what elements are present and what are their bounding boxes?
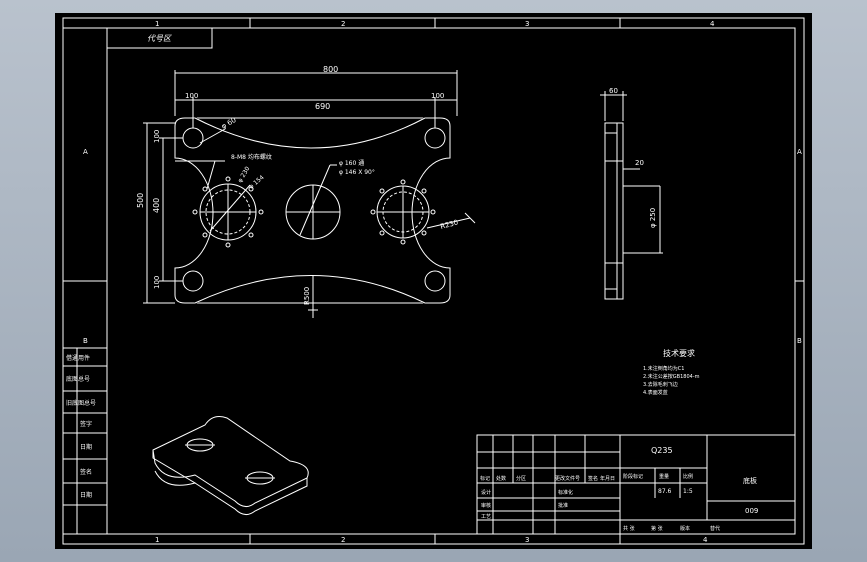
corner-hole-br bbox=[424, 270, 446, 292]
notes-line-2: 2.未注公差按GB1804-m bbox=[643, 373, 700, 380]
strip-label-1: 底图总号 bbox=[66, 375, 90, 383]
plate-outline bbox=[174, 117, 451, 304]
drawing-canvas[interactable]: 1 2 3 4 1 2 3 4 A B A B 代号区 bbox=[55, 13, 812, 549]
dim-side-radius: R230 bbox=[439, 218, 459, 230]
tb-header-1: 处数 bbox=[496, 475, 506, 482]
col-label-bottom-2: 2 bbox=[341, 536, 345, 544]
corner-hole-tl bbox=[182, 127, 204, 149]
dim-total-width: 800 bbox=[323, 65, 338, 74]
tb-stage: 阶段标记 bbox=[623, 473, 643, 480]
col-label-bottom-4: 4 bbox=[703, 536, 708, 544]
tb-sc-label: 比例 bbox=[683, 473, 693, 480]
col-label-top-4: 4 bbox=[710, 20, 715, 28]
notes-title: 技术要求 bbox=[663, 348, 695, 358]
drawing-sheet[interactable]: 1 2 3 4 1 2 3 4 A B A B 代号区 bbox=[55, 13, 812, 549]
tb-sheet-num: 第 张 bbox=[651, 525, 663, 532]
col-label-bottom-3: 3 bbox=[525, 536, 529, 544]
front-view: 800 690 100 100 500 400 100 100 R500 R23… bbox=[136, 65, 476, 318]
corner-hole-bl bbox=[182, 270, 204, 292]
center-hole bbox=[285, 164, 341, 240]
tb-material: Q235 bbox=[651, 446, 673, 455]
side-dim-dia: φ 250 bbox=[649, 208, 657, 228]
dim-inner-span: 690 bbox=[315, 102, 330, 111]
technical-notes: 技术要求 1.未注倒角均为C1 2.未注公差按GB1804-m 3.去除毛刺飞边… bbox=[643, 348, 700, 396]
row-label-right-b: B bbox=[797, 337, 802, 345]
tb-header-5: 年月日 bbox=[600, 475, 615, 482]
dim-height-inner: 400 bbox=[152, 198, 161, 213]
tb-wt-label: 重量 bbox=[659, 473, 669, 480]
tb-approve: 批准 bbox=[558, 502, 568, 509]
row-label-right-a: A bbox=[797, 148, 802, 156]
dim-bottom-offset: 100 bbox=[153, 276, 161, 289]
tb-header-4: 签名 bbox=[588, 475, 598, 482]
col-label-top-1: 1 bbox=[155, 20, 159, 28]
col-label-top-2: 2 bbox=[341, 20, 345, 28]
dim-center-chamfer: φ 146 X 90° bbox=[339, 169, 375, 176]
bolt-circle-left bbox=[192, 176, 264, 248]
side-dim-step: 20 bbox=[635, 159, 644, 167]
notes-line-3: 3.去除毛刺飞边 bbox=[643, 381, 678, 388]
tb-scale: 1:5 bbox=[683, 488, 693, 495]
dim-height-total: 500 bbox=[136, 193, 145, 208]
row-label-left-a: A bbox=[83, 148, 88, 156]
tb-role-process: 工艺 bbox=[481, 514, 491, 520]
dim-hole-note: 8-M8 均布螺纹 bbox=[231, 153, 272, 161]
dim-center-hole: φ 160 通 bbox=[339, 159, 364, 167]
tb-drawing-name: 底板 bbox=[743, 476, 757, 485]
tb-sheet-total: 共 张 bbox=[623, 525, 635, 532]
dim-bolt-circle-b: φ 154 bbox=[248, 174, 266, 191]
col-label-bottom-1: 1 bbox=[155, 536, 159, 544]
top-arc bbox=[194, 117, 426, 149]
strip-label-0: 借通用件 bbox=[66, 354, 90, 362]
dim-top-offset: 100 bbox=[153, 130, 161, 143]
side-dim-width: 60 bbox=[609, 87, 618, 95]
notes-line-1: 1.未注倒角均为C1 bbox=[643, 365, 684, 372]
tb-header-2: 分区 bbox=[516, 475, 526, 482]
corner-code-label: 代号区 bbox=[147, 34, 172, 43]
tb-drawing-no: 009 bbox=[745, 507, 758, 515]
left-strip-table: 借通用件 底图总号 旧底图总号 签字 日期 签名 日期 bbox=[62, 347, 108, 535]
dim-edge-right: 100 bbox=[431, 92, 444, 100]
dim-edge-left: 100 bbox=[185, 92, 198, 100]
notes-line-4: 4.表面发蓝 bbox=[643, 389, 668, 396]
isometric-view bbox=[152, 416, 309, 515]
strip-label-4: 日期 bbox=[80, 443, 92, 451]
strip-label-3: 签字 bbox=[80, 420, 92, 428]
tb-role-review: 审核 bbox=[481, 502, 491, 509]
tb-header-0: 标记 bbox=[480, 475, 490, 482]
tb-version: 版本 bbox=[680, 525, 690, 532]
corner-hole-tr bbox=[424, 127, 446, 149]
strip-label-6: 日期 bbox=[80, 491, 92, 499]
row-label-left-b: B bbox=[83, 337, 88, 345]
tb-replace: 替代 bbox=[710, 525, 720, 532]
bolt-circle-right bbox=[370, 179, 436, 245]
tb-header-3: 更改文件号 bbox=[555, 475, 580, 482]
strip-label-2: 旧底图总号 bbox=[66, 399, 96, 407]
inner-frame bbox=[106, 27, 796, 535]
side-view: 60 20 φ 250 bbox=[600, 87, 663, 300]
col-label-top-3: 3 bbox=[525, 20, 529, 28]
dim-arc-radius: R500 bbox=[303, 287, 311, 305]
strip-label-5: 签名 bbox=[80, 468, 92, 476]
tb-role-design: 设计 bbox=[481, 489, 491, 496]
corner-code-box bbox=[106, 27, 213, 49]
dim-bolt-circle-a: φ 230 bbox=[237, 165, 252, 184]
tb-std: 标准化 bbox=[558, 489, 573, 496]
title-block: Q235 底板 009 1:5 87.6 阶段标记 重量 比例 标记 处数 分区… bbox=[476, 434, 796, 535]
tb-weight: 87.6 bbox=[658, 488, 672, 495]
bottom-arc bbox=[194, 275, 426, 304]
